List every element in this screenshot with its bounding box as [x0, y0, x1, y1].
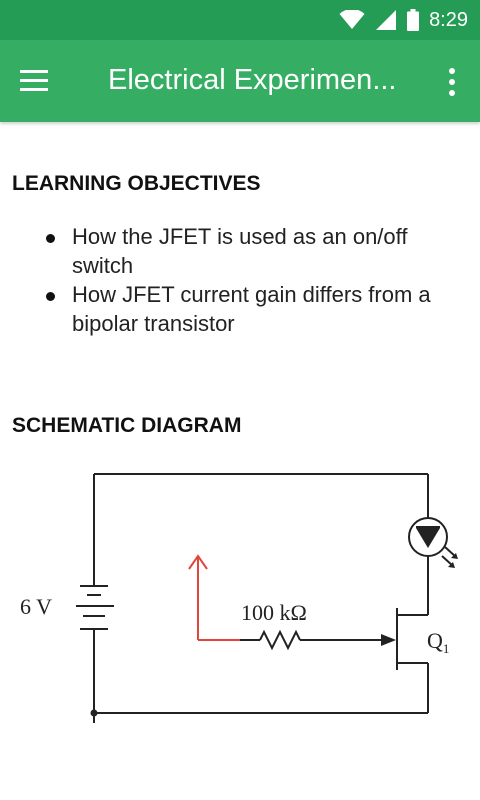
menu-icon[interactable]: [20, 64, 56, 100]
led-ray-head: [448, 562, 455, 568]
resistor-label: 100 kΩ: [241, 600, 307, 625]
app-bar: Electrical Experimen...: [0, 40, 480, 122]
content: LEARNING OBJECTIVES How the JFET is used…: [0, 122, 480, 800]
signal-icon: [376, 10, 397, 30]
gate-arrowhead: [381, 634, 396, 646]
battery-icon: [407, 9, 420, 31]
objectives-heading: LEARNING OBJECTIVES: [12, 172, 261, 195]
schematic-heading: SCHEMATIC DIAGRAM: [12, 414, 242, 437]
more-vert-icon[interactable]: [444, 64, 460, 100]
schematic-svg: 6 V 100 kΩ Q1: [20, 473, 458, 723]
objectives-list: How the JFET is used as an on/off switch…: [40, 222, 472, 338]
objective-item: How JFET current gain differs from a bip…: [40, 280, 472, 338]
status-icons: 8:29: [339, 7, 468, 33]
transistor-label: Q1: [427, 628, 449, 656]
schematic-diagram: 6 V 100 kΩ Q1: [10, 452, 470, 732]
status-bar: 8:29: [0, 0, 480, 40]
input-arrowhead: [188, 554, 208, 570]
led-ray-head: [451, 553, 458, 559]
led-triangle: [416, 528, 440, 548]
objective-item: How the JFET is used as an on/off switch: [40, 222, 472, 280]
status-time: 8:29: [429, 9, 468, 31]
junction-dot: [90, 709, 98, 717]
battery-label: 6 V: [20, 594, 52, 619]
app-title: Electrical Experimen...: [108, 64, 397, 96]
resistor-zigzag: [259, 629, 301, 651]
wifi-icon: [339, 10, 365, 29]
